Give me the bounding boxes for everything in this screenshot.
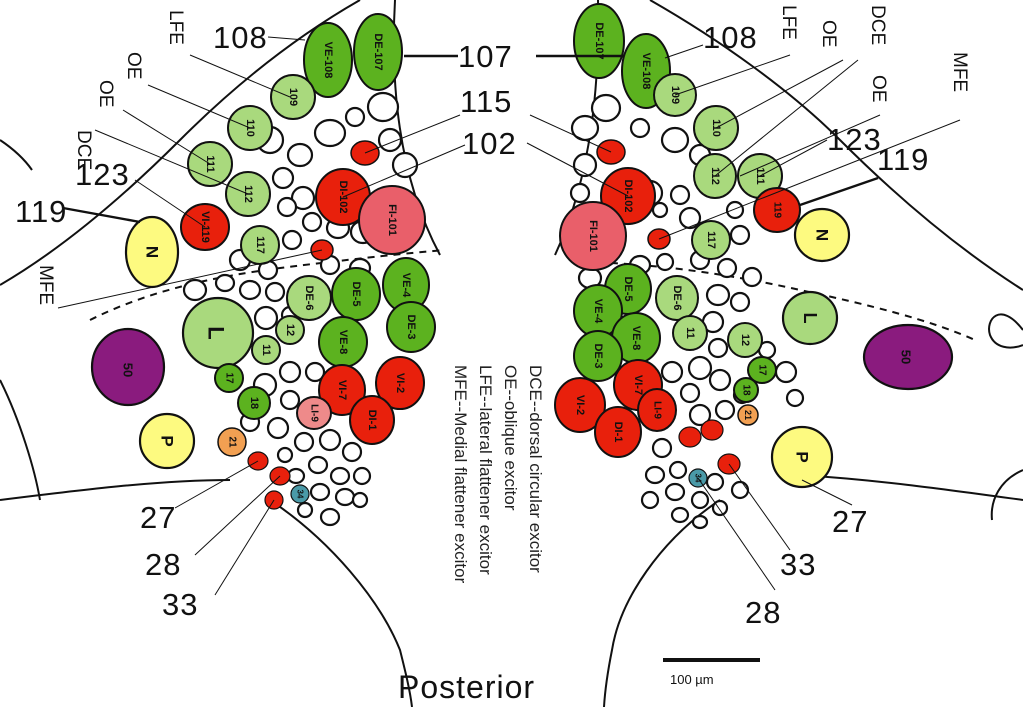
label-27-left: 27	[140, 500, 176, 535]
label-123-left: 123	[75, 157, 130, 192]
cell-18-right: 18	[741, 384, 752, 396]
cell-li9-left: LI-9	[309, 404, 320, 422]
cell-21-right: 21	[743, 410, 753, 420]
cell-di1-left: DI-1	[366, 410, 378, 431]
cell-18-left: 18	[248, 397, 260, 409]
cell-119-right: 119	[772, 202, 783, 219]
cell-de107-left: DE-107	[372, 33, 384, 70]
cell-di1-right: DI-1	[612, 422, 624, 443]
cell-de3-left: DE-3	[405, 314, 417, 339]
label-oe-left-a: OE	[123, 52, 144, 79]
cell-fi101-right: FI-101	[587, 220, 599, 252]
cell-P-left-label: P	[158, 435, 177, 446]
label-28-left: 28	[145, 547, 181, 582]
cell-ve108-right: VE-108	[640, 53, 652, 90]
cell-34-left: 34	[296, 490, 305, 499]
cell-50-left	[90, 327, 166, 407]
cell-de6-right: DE-6	[671, 285, 683, 310]
legend-mfe: MFE--Medial flattener excitor	[451, 365, 470, 584]
abbreviation-labels: LFE OE OE DCE MFE LFE OE DCE OE MFE	[35, 5, 970, 305]
label-108-right: 108	[703, 20, 758, 55]
cell-de107-right: DE-107	[593, 22, 605, 59]
cell-11-left: 11	[260, 344, 272, 356]
cell-ve8-right: VE-8	[630, 326, 642, 350]
label-mfe-left: MFE	[35, 265, 56, 305]
label-oe-right-a: OE	[818, 20, 839, 47]
cell-ve108-left: VE-108	[322, 42, 334, 79]
label-oe-right-b: OE	[868, 75, 889, 102]
cell-117-left: 117	[254, 236, 266, 254]
leader-lines	[57, 36, 961, 596]
cell-109-left: 109	[287, 88, 299, 106]
cell-P-right	[770, 425, 834, 489]
label-123-right: 123	[827, 122, 882, 157]
cell-de6-left: DE-6	[303, 285, 315, 310]
cell-11-right: 11	[684, 327, 696, 339]
label-119-right: 119	[877, 142, 929, 177]
label-27-right: 27	[832, 504, 868, 539]
cell-vi7-left: VI-7	[336, 380, 348, 400]
label-mfe-right: MFE	[949, 52, 970, 92]
cell-21-left: 21	[227, 436, 238, 448]
legend-oe: OE--oblique excitor	[501, 365, 520, 511]
cell-17-left: 17	[224, 372, 235, 384]
label-33-left: 33	[162, 587, 198, 622]
cell-N-right	[793, 207, 851, 263]
cell-red-right-a	[678, 426, 702, 448]
label-28-right: 28	[745, 595, 781, 630]
cell-ve4-left: VE-4	[400, 273, 412, 298]
cell-li9-right: LI-9	[652, 401, 663, 419]
cell-ve4-right: VE-4	[592, 299, 604, 324]
cell-50-right	[862, 323, 954, 391]
cell-N-left-label: N	[143, 246, 162, 258]
cell-red-right-b	[700, 419, 724, 441]
cell-vi2-left: VI-2	[394, 373, 406, 393]
label-119-left: 119	[15, 194, 67, 229]
cell-vi2-right: VI-2	[574, 395, 586, 415]
label-108-left: 108	[213, 20, 268, 55]
cell-fi101-left: FI-101	[386, 204, 398, 236]
label-lfe-right: LFE	[778, 5, 799, 40]
right-colored-cells: DE-107 VE-108 109 110 112 111 119 117 DI…	[554, 3, 801, 488]
label-107: 107	[458, 39, 513, 74]
label-dce-left: DCE	[73, 130, 94, 170]
cell-de3-right: DE-3	[592, 343, 604, 368]
cell-12-left: 12	[284, 324, 296, 336]
page-title: Posterior	[398, 669, 535, 705]
cell-L-left-label: L	[204, 326, 229, 339]
cell-L-right	[781, 290, 839, 346]
label-lfe-left: LFE	[165, 10, 186, 45]
label-115: 115	[460, 84, 512, 119]
cell-N-right-label: N	[813, 229, 832, 241]
cell-P-right-label: P	[793, 451, 812, 462]
legend-dce: DCE--dorsal circular excitor	[526, 365, 545, 573]
label-33-right: 33	[780, 547, 816, 582]
legend: DCE--dorsal circular excitor OE--oblique…	[451, 365, 545, 584]
cell-de5-left: DE-5	[350, 281, 362, 306]
large-cells: 50 50 N N L L P P	[90, 207, 954, 489]
scale-bar-label: 100 µm	[670, 672, 714, 687]
cell-P-left	[138, 412, 196, 470]
label-dce-right: DCE	[867, 5, 888, 45]
number-labels: 107 108 108 115 102 123 123 119 119 27 2…	[15, 20, 929, 630]
label-102: 102	[462, 126, 517, 161]
label-oe-left-b: OE	[95, 80, 116, 107]
cell-vi7-right: VI-7	[632, 375, 644, 395]
cell-17-right: 17	[757, 364, 768, 376]
cell-de5-right: DE-5	[622, 276, 634, 301]
cell-50-left-label: 50	[121, 363, 136, 377]
cell-117-right: 117	[705, 231, 717, 249]
cell-L-right-label: L	[800, 313, 820, 324]
legend-lfe: LFE--lateral flattener excitor	[476, 365, 495, 575]
cell-12-right: 12	[739, 334, 751, 346]
cell-ve8-left: VE-8	[337, 330, 349, 354]
unlabeled-neurons	[182, 91, 805, 530]
cell-50-right-label: 50	[899, 350, 914, 364]
